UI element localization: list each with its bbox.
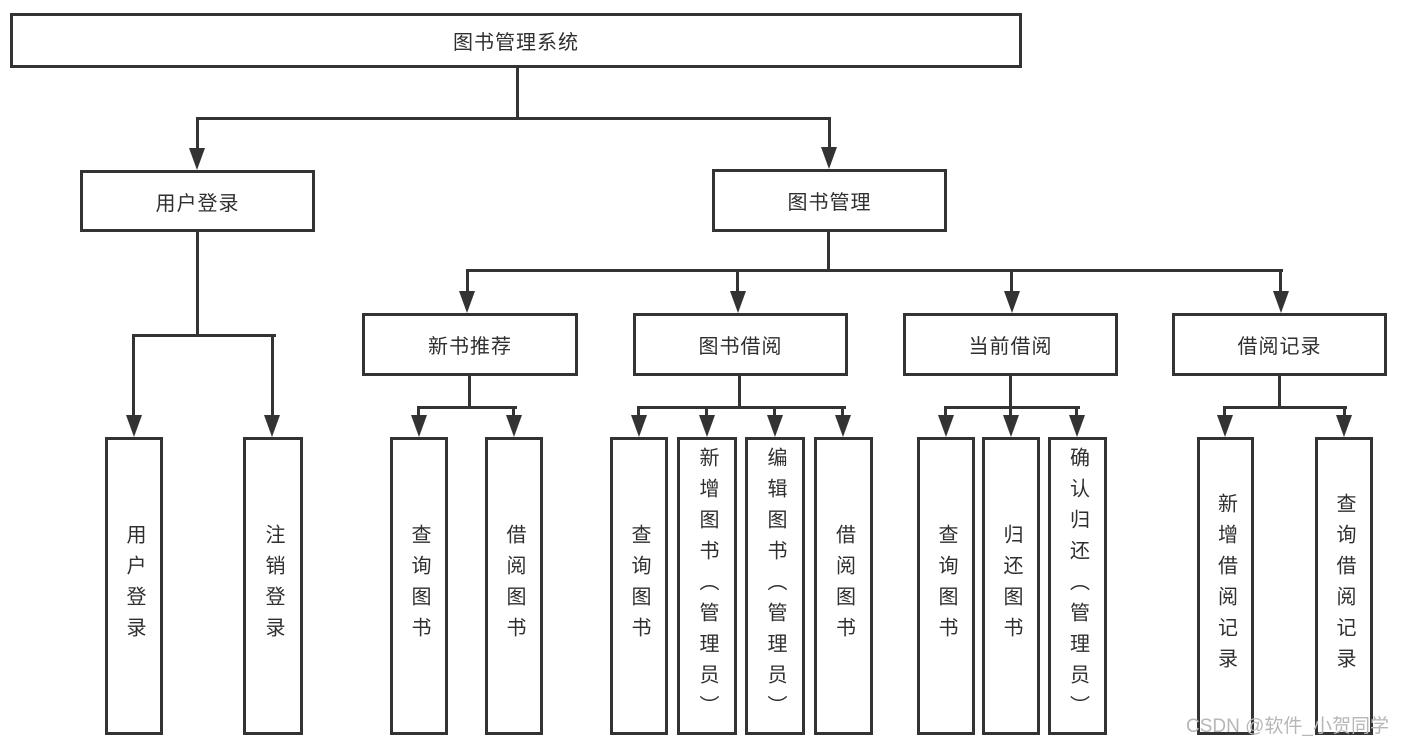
leaf-logout: 注销登录 — [243, 437, 303, 735]
connector-drop — [1009, 406, 1012, 418]
arrow-down-icon — [126, 415, 142, 437]
leaf-confirm-return-admin: 确认归还（管理员） — [1048, 437, 1107, 735]
connector-drop-book-borrow — [736, 269, 739, 293]
connector-drop — [417, 406, 420, 418]
connector-records-rail — [1223, 406, 1347, 409]
connector-level3-rail — [466, 269, 1283, 272]
connector-drop-leaf-user-login — [132, 334, 135, 417]
leaf-add-borrow-record: 新增借阅记录 — [1197, 437, 1254, 735]
connector-root-stem — [516, 68, 519, 118]
leaf-query-borrow-record: 查询借阅记录 — [1315, 437, 1373, 735]
arrow-down-icon — [264, 415, 280, 437]
arrow-down-icon — [631, 415, 647, 437]
connector-drop-book-mgmt — [828, 117, 831, 151]
leaf-confirm-return-admin-label: 确认归还（管理员） — [1066, 446, 1089, 726]
node-book-borrow-label: 图书借阅 — [698, 336, 783, 358]
leaf-query-borrow-record-label: 查询借阅记录 — [1333, 493, 1355, 679]
node-book-mgmt-label: 图书管理 — [787, 192, 872, 214]
arrow-down-icon — [835, 415, 851, 437]
connector-drop — [512, 406, 515, 418]
arrow-down-icon — [699, 415, 715, 437]
connector-drop — [1343, 406, 1346, 418]
node-book-mgmt: 图书管理 — [712, 169, 947, 232]
node-root: 图书管理系统 — [10, 13, 1022, 68]
leaf-edit-books-admin-label: 编辑图书（管理员） — [764, 446, 786, 726]
arrow-down-icon — [1217, 415, 1233, 437]
leaf-recommend-query-books: 查询图书 — [390, 437, 448, 735]
connector-book-mgmt-stem — [827, 232, 830, 272]
leaf-user-login: 用户登录 — [105, 437, 163, 735]
connector-borrow-stem — [738, 376, 741, 409]
connector-drop — [944, 406, 947, 418]
leaf-recommend-borrow-books-label: 借阅图书 — [503, 524, 525, 648]
connector-user-login-stem — [196, 232, 199, 335]
node-book-borrow: 图书借阅 — [633, 313, 848, 376]
connector-drop-user-login — [196, 117, 199, 152]
arrow-down-icon — [1004, 291, 1020, 313]
node-current-borrow: 当前借阅 — [903, 313, 1118, 376]
leaf-recommend-query-books-label: 查询图书 — [408, 524, 430, 648]
arrow-down-icon — [1003, 415, 1019, 437]
connector-drop — [841, 406, 844, 418]
leaf-return-books-label: 归还图书 — [1000, 524, 1022, 648]
csdn-watermark: CSDN @软件_小贺同学 — [1186, 716, 1389, 737]
node-borrow-records: 借阅记录 — [1172, 313, 1387, 376]
connector-drop — [773, 406, 776, 418]
arrow-down-icon — [506, 415, 522, 437]
connector-drop — [1075, 406, 1078, 418]
arrow-down-icon — [1069, 415, 1085, 437]
connector-level2-rail — [196, 117, 831, 120]
connector-drop-borrow-records — [1279, 269, 1282, 293]
connector-user-login-rail — [132, 334, 276, 337]
node-root-label: 图书管理系统 — [453, 32, 579, 54]
arrow-down-icon — [411, 415, 427, 437]
leaf-user-login-label: 用户登录 — [123, 524, 145, 648]
node-borrow-records-label: 借阅记录 — [1237, 336, 1322, 358]
arrow-down-icon — [767, 415, 783, 437]
leaf-borrow-books: 借阅图书 — [814, 437, 873, 735]
leaf-recommend-borrow-books: 借阅图书 — [485, 437, 543, 735]
node-new-book-recommend-label: 新书推荐 — [428, 336, 512, 358]
leaf-edit-books-admin: 编辑图书（管理员） — [745, 437, 805, 735]
node-user-login: 用户登录 — [80, 170, 315, 232]
connector-records-stem — [1278, 376, 1281, 409]
node-current-borrow-label: 当前借阅 — [968, 336, 1053, 358]
arrow-down-icon — [938, 415, 954, 437]
connector-drop-leaf-logout — [271, 334, 274, 417]
connector-recommend-rail — [417, 406, 517, 409]
leaf-add-books-admin-label: 新增图书（管理员） — [696, 446, 718, 726]
connector-recommend-stem — [468, 376, 471, 409]
connector-borrow-rail — [637, 406, 846, 409]
connector-drop — [637, 406, 640, 418]
arrow-down-icon — [821, 147, 837, 169]
leaf-logout-label: 注销登录 — [262, 524, 284, 648]
arrow-down-icon — [1273, 291, 1289, 313]
node-new-book-recommend: 新书推荐 — [362, 313, 578, 376]
arrow-down-icon — [1336, 415, 1352, 437]
leaf-current-query-books: 查询图书 — [917, 437, 975, 735]
leaf-current-query-books-label: 查询图书 — [935, 524, 957, 648]
arrow-down-icon — [730, 291, 746, 313]
leaf-borrow-books-label: 借阅图书 — [832, 524, 855, 648]
leaf-add-books-admin: 新增图书（管理员） — [677, 437, 737, 735]
connector-drop-current-borrow — [1010, 269, 1013, 293]
node-user-login-label: 用户登录 — [155, 192, 240, 215]
connector-drop — [1223, 406, 1226, 418]
connector-current-stem — [1009, 376, 1012, 409]
leaf-borrow-query-books: 查询图书 — [610, 437, 668, 735]
leaf-borrow-query-books-label: 查询图书 — [628, 524, 650, 648]
arrow-down-icon — [189, 148, 205, 170]
leaf-return-books: 归还图书 — [982, 437, 1040, 735]
arrow-down-icon — [459, 291, 475, 313]
leaf-add-borrow-record-label: 新增借阅记录 — [1214, 493, 1237, 679]
connector-drop-new-book — [466, 269, 469, 293]
connector-current-rail — [944, 406, 1080, 409]
connector-drop — [705, 406, 708, 418]
